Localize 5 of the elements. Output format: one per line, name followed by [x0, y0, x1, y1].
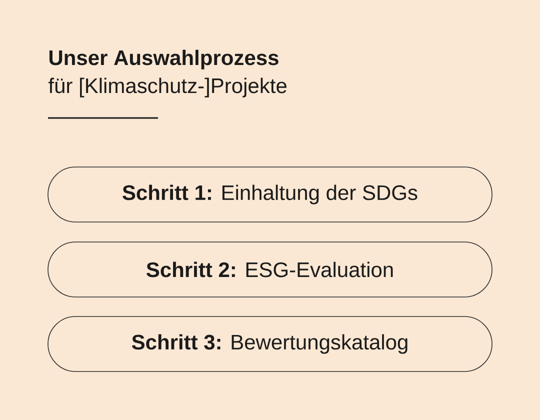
step-pill: Schritt 3: Bewertungskatalog: [48, 316, 492, 372]
title: Unser Auswahlprozess: [49, 50, 278, 70]
subtitle: für [Klimaschutz-]Projekte: [48, 78, 286, 98]
step-pill: Schritt 1: Einhaltung der SDGs: [48, 166, 492, 222]
step-pill: Schritt 2: ESG-Evaluation: [48, 242, 492, 298]
